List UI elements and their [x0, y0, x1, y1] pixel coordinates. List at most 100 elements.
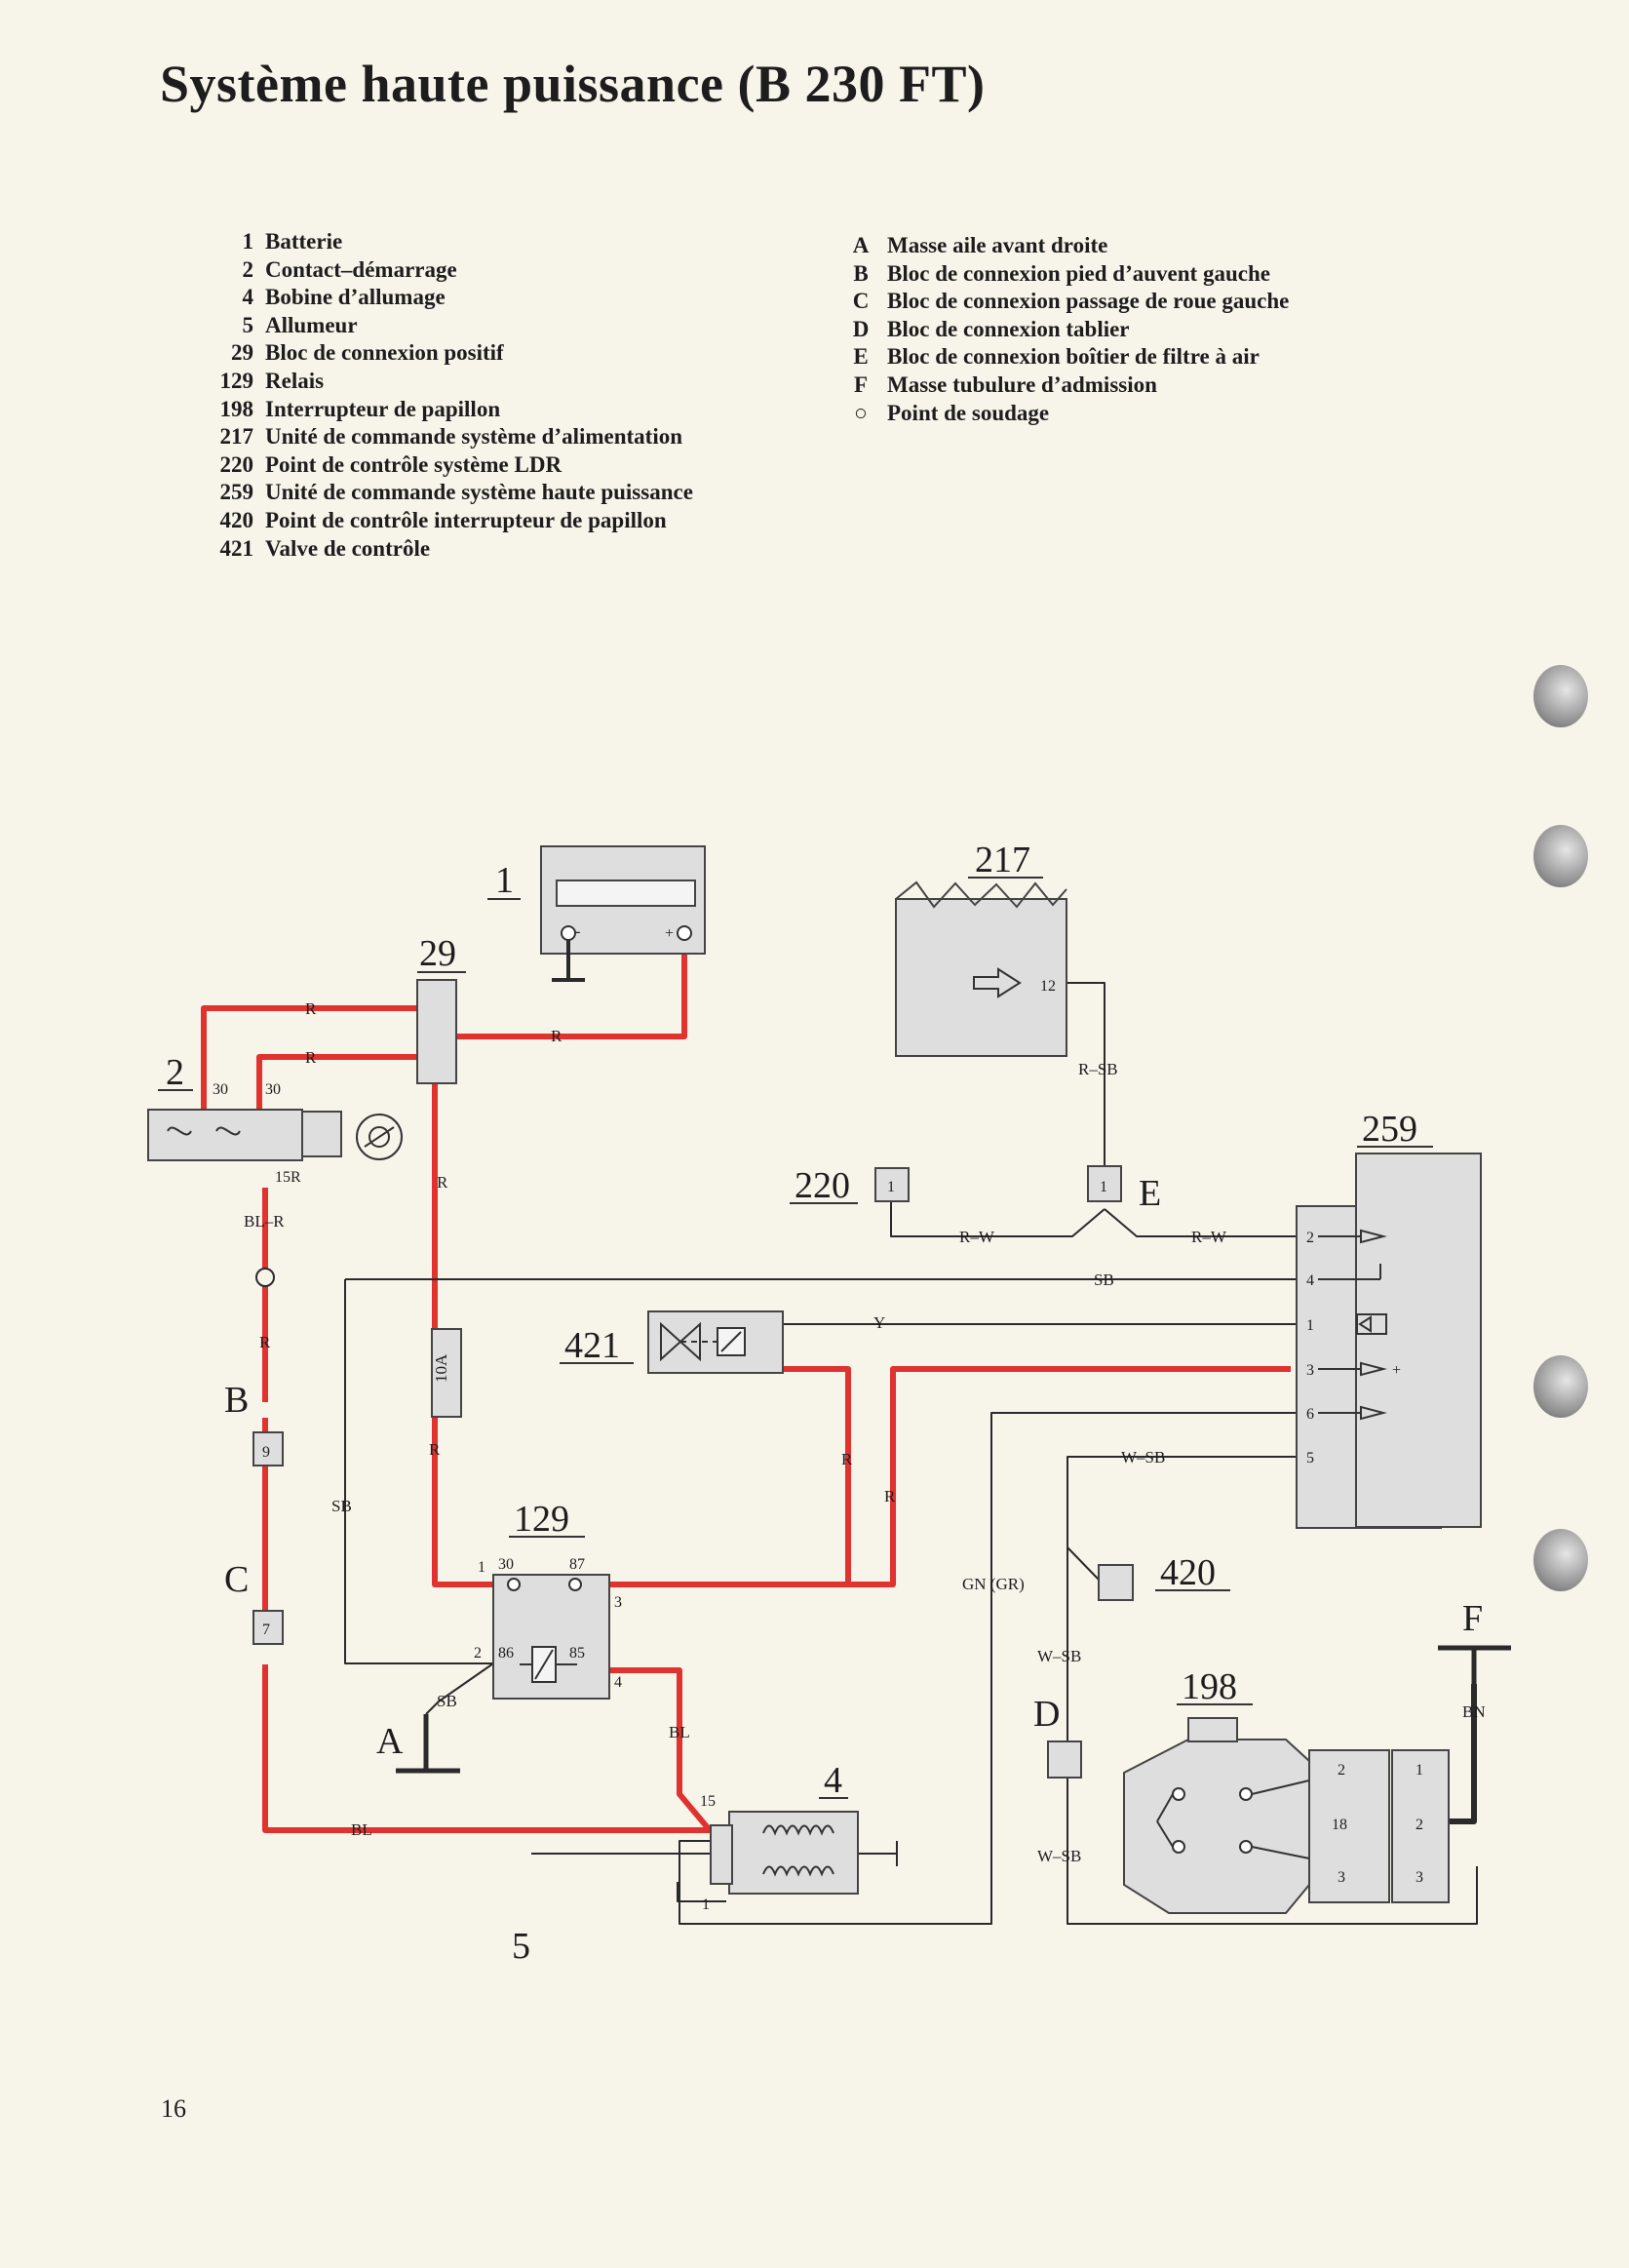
- label-421: 421: [564, 1325, 620, 1366]
- wire-label-y: Y: [873, 1313, 885, 1332]
- pin-220-1: 1: [887, 1179, 895, 1195]
- wire-label-bl-r: BL–R: [244, 1212, 285, 1231]
- connector-b: [252, 1431, 284, 1466]
- coil-windings-icon: [762, 1824, 834, 1877]
- pin-coil-15: 15: [700, 1793, 716, 1810]
- wire-label-r-sb: R–SB: [1078, 1060, 1118, 1078]
- ecu-217-arrow-icon: [973, 967, 1022, 998]
- output-arrow-icon-3: [1360, 1361, 1387, 1377]
- ignition-key-body: [301, 1111, 342, 1157]
- wire-bn-ground-f: [1449, 1684, 1477, 1824]
- legend-item: 5 Allumeur: [185, 312, 693, 340]
- legend-item-label: Bloc de connexion positif: [265, 340, 504, 366]
- page-title: Système haute puissance (B 230 FT): [160, 55, 986, 113]
- legend-item-label: Batterie: [265, 229, 343, 254]
- wire-label-sb-2: SB: [437, 1692, 457, 1710]
- battery-label-strip: [556, 880, 696, 907]
- legend-item-number: 1: [242, 229, 254, 254]
- legend-item-label: Bloc de connexion passage de roue gauche: [887, 289, 1290, 314]
- wire-r-w-left: [890, 1199, 1105, 1237]
- page-number: 16: [161, 2094, 186, 2123]
- wire-label-r-w-1: R–W: [959, 1228, 995, 1246]
- legend-item-number: 421: [219, 535, 254, 561]
- ignition-key-icon: [356, 1114, 403, 1160]
- wire-label-sb-1: SB: [331, 1497, 352, 1515]
- wire-r-w-right: [1104, 1208, 1297, 1237]
- legend-item-number: 5: [242, 312, 254, 337]
- legend-item-label: Point de soudage: [887, 400, 1050, 425]
- pin-relay-3: 3: [614, 1594, 622, 1611]
- binder-ring-4: [1533, 1529, 1588, 1591]
- legend-item: B Bloc de connexion pied d’auvent gauche: [846, 260, 1289, 289]
- binder-ring-1: [1533, 665, 1588, 727]
- legend-item-label: Point de contrôle interrupteur de papill…: [265, 507, 667, 532]
- pin-f-3: 3: [1416, 1869, 1423, 1886]
- legend-item-number: B: [853, 260, 869, 286]
- wire-label-r-1: R: [305, 999, 317, 1018]
- legend-item-label: Bloc de connexion pied d’auvent gauche: [887, 260, 1270, 286]
- label-1: 1: [495, 860, 514, 901]
- component-legend: 1 Batterie 2 Contact–démarrage 4 Bobine d’all…: [185, 228, 693, 563]
- legend-item-number: E: [853, 344, 869, 370]
- label-129: 129: [514, 1499, 569, 1540]
- legend-item-label: Contact–démarrage: [265, 256, 457, 282]
- battery-ground-icon: [552, 940, 585, 982]
- label-220: 220: [795, 1165, 850, 1206]
- wire-label-sb-3: SB: [1094, 1271, 1114, 1289]
- pin-relay-4: 4: [614, 1674, 622, 1691]
- pin-relay-30: 30: [498, 1556, 514, 1573]
- fuse-label: 10A: [432, 1353, 450, 1383]
- battery-minus-terminal: [561, 925, 576, 941]
- legend-item: 29 Bloc de connexion positif: [185, 339, 693, 368]
- block-29: [416, 979, 457, 1084]
- wire-w-sb-pin5: [1067, 1456, 1297, 1581]
- legend-item-label: Masse aile avant droite: [887, 233, 1108, 257]
- ignition-coil-4: [728, 1811, 859, 1895]
- legend-item-label: Unité de commande système haute puissanc…: [265, 480, 693, 505]
- pin-198-2: 2: [1338, 1762, 1345, 1779]
- relay-terminal-30: [507, 1578, 521, 1591]
- legend-item-label: Allumeur: [265, 312, 358, 337]
- ignition-switch-box: [147, 1109, 303, 1161]
- throttle-switch-198: [1123, 1739, 1310, 1914]
- legend-item-number: 2: [242, 256, 254, 282]
- ground-f-icon: [1438, 1645, 1511, 1684]
- label-2: 2: [166, 1052, 184, 1093]
- pin-relay-2: 2: [474, 1645, 482, 1662]
- label-e: E: [1139, 1173, 1161, 1214]
- legend-item-number: 4: [242, 285, 254, 310]
- battery-minus-label: -: [575, 923, 580, 940]
- relay-terminal-87: [568, 1578, 582, 1591]
- pin-259-3: 3: [1306, 1362, 1314, 1379]
- wire-label-gn-gr: GN (GR): [962, 1575, 1025, 1593]
- label-217: 217: [975, 840, 1030, 880]
- pin-coil-1: 1: [702, 1897, 710, 1913]
- label-5: 5: [512, 1926, 530, 1967]
- legend-item-number: 29: [231, 340, 253, 366]
- throttle-contacts-icon: [1156, 1779, 1310, 1859]
- pin-relay-85: 85: [569, 1645, 585, 1662]
- wire-label-w-sb-3: W–SB: [1037, 1847, 1081, 1865]
- throttle-connector-right: [1391, 1749, 1450, 1903]
- output-arrow-icon-6: [1360, 1405, 1387, 1421]
- pin-relay-1: 1: [478, 1559, 485, 1576]
- legend-item-label: Bobine d’allumage: [265, 285, 446, 310]
- legend-item-number: ○: [854, 400, 868, 425]
- wire-r-ignition-second: [256, 1054, 419, 1121]
- label-b: B: [224, 1380, 249, 1421]
- pin-259-2: 2: [1306, 1230, 1314, 1246]
- ignition-contacts: [167, 1126, 241, 1136]
- legend-item-label: Relais: [265, 368, 325, 393]
- pin-f-2: 2: [1416, 1817, 1423, 1833]
- wire-gn-gr: [679, 1412, 1297, 1925]
- legend-item-label: Valve de contrôle: [265, 535, 431, 561]
- label-420: 420: [1160, 1552, 1216, 1593]
